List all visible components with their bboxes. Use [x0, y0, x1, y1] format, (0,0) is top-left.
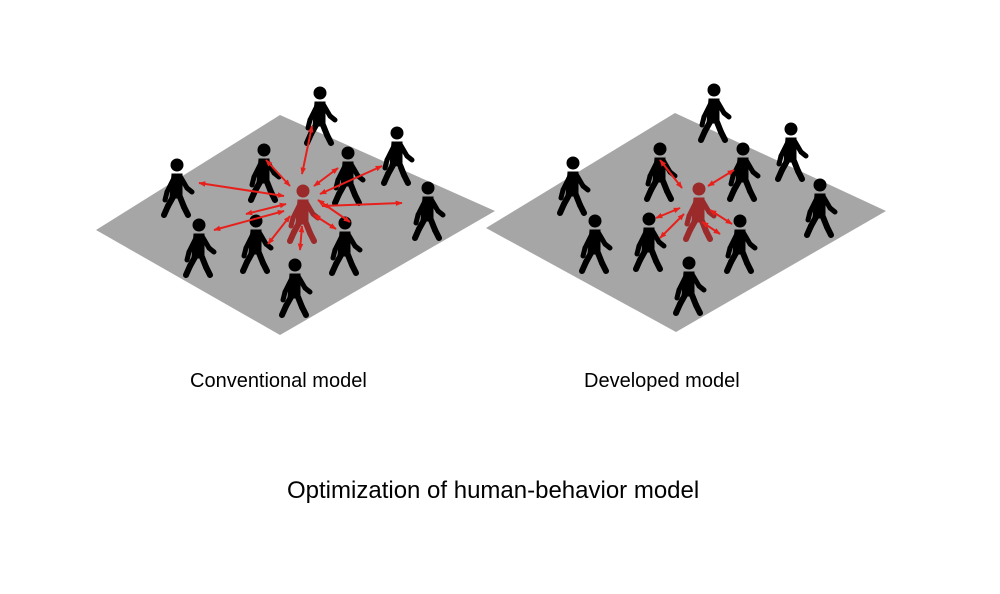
interaction-arrow: [265, 159, 291, 187]
interaction-arrow: [300, 125, 314, 175]
interaction-arrow: [655, 207, 681, 219]
developed-model-caption: Developed model: [584, 370, 740, 392]
interaction-arrow: [701, 221, 721, 235]
interaction-arrow: [707, 169, 735, 187]
interaction-arrows: [655, 159, 735, 239]
interaction-arrow: [319, 165, 383, 195]
interaction-arrow: [198, 181, 285, 198]
conventional-model-caption: Conventional model: [190, 370, 367, 392]
interaction-arrow: [659, 159, 683, 189]
panel-conventional: [96, 87, 495, 335]
interaction-arrows: [198, 125, 403, 251]
interaction-arrow: [245, 202, 287, 216]
interaction-arrow: [317, 199, 351, 223]
interaction-arrow: [297, 225, 305, 251]
interaction-arrow: [709, 209, 733, 225]
figure-title: Optimization of human-behavior model: [287, 477, 700, 504]
panel-developed: [486, 84, 886, 332]
